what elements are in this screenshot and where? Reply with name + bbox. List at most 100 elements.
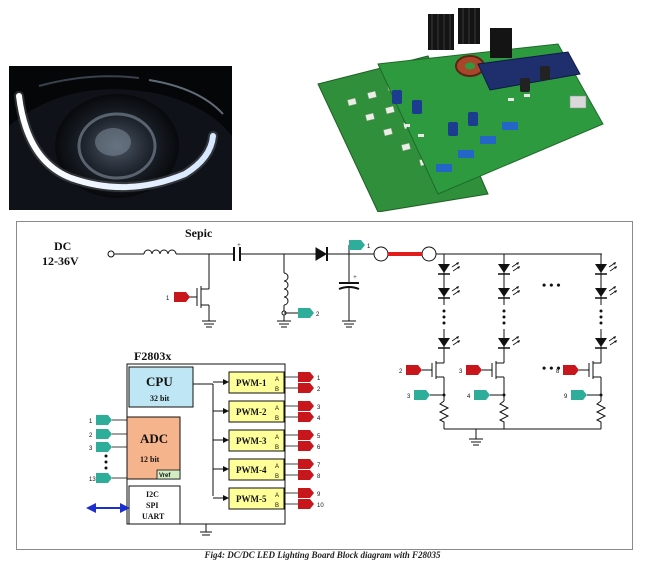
pwm-out-flag-b: 2 xyxy=(298,383,321,393)
pwm-block xyxy=(228,371,285,394)
pwm-arrow-head xyxy=(223,408,229,414)
adc-input-3: 3 xyxy=(89,442,127,452)
svg-text:8: 8 xyxy=(556,369,560,375)
pwm-out-flag-a: 7 xyxy=(298,459,321,469)
svg-text:9: 9 xyxy=(564,394,568,400)
adc-input-2: 2 xyxy=(89,429,127,439)
led xyxy=(498,336,520,349)
string-sense-flag: 4 xyxy=(467,390,490,400)
svg-text:9: 9 xyxy=(317,492,321,498)
pwm-block xyxy=(228,429,285,452)
pwm-pin-a: A xyxy=(275,406,279,412)
figure-caption: Fig4: DC/DC LED Lighting Board Block dia… xyxy=(204,550,441,560)
led-string-3: 89 xyxy=(556,254,617,429)
vout-sense-flag: 1 xyxy=(349,240,371,250)
led-dots xyxy=(502,309,506,313)
pwm-pin-b: B xyxy=(275,387,279,393)
svg-text:1: 1 xyxy=(317,376,321,382)
led-dots xyxy=(502,321,506,325)
sepic-gate-flag: 1 xyxy=(166,292,190,302)
voltage-label: 12-36V xyxy=(42,254,79,268)
pwm-arrow-head xyxy=(223,379,229,385)
svg-text:1: 1 xyxy=(166,296,170,302)
vref-label: Vref xyxy=(159,473,171,479)
pwm-out-flag-a: 9 xyxy=(298,488,321,498)
pwm-arrows xyxy=(213,379,229,501)
headlight-photo xyxy=(9,66,232,210)
sense-resistor xyxy=(498,400,510,429)
led-dots xyxy=(599,321,603,325)
led xyxy=(595,286,617,299)
comm-spi: SPI xyxy=(146,501,158,510)
pwm-pin-b: B xyxy=(275,474,279,480)
pwm-out-flag-b: 8 xyxy=(298,470,321,480)
svg-text:2: 2 xyxy=(316,312,320,318)
pwm-label: PWM-5 xyxy=(236,494,267,504)
svg-text:3: 3 xyxy=(317,405,321,411)
chip-label: F2803x xyxy=(134,349,171,363)
cpu-bits: 32 bit xyxy=(150,394,170,403)
pwm-out-flag-b: 4 xyxy=(298,412,321,422)
led-dots xyxy=(502,315,506,319)
sense-resistor xyxy=(438,400,450,429)
pwm-label: PWM-1 xyxy=(236,378,267,388)
pwm-label: PWM-4 xyxy=(236,465,267,475)
svg-text:3: 3 xyxy=(459,369,463,375)
led-dots xyxy=(442,315,446,319)
comm-arrow xyxy=(86,503,130,513)
led xyxy=(595,336,617,349)
adc-label: ADC xyxy=(140,431,168,446)
pwm-out-flag-b: 6 xyxy=(298,441,321,451)
svg-text:7: 7 xyxy=(317,463,321,469)
cpu-label: CPU xyxy=(146,374,173,389)
adc-input-flag: 13 xyxy=(89,473,112,483)
sepic-sense-flag: 2 xyxy=(298,308,320,318)
led-dots xyxy=(442,321,446,325)
pwm-label: PWM-2 xyxy=(236,407,267,417)
string-gate-flag: 2 xyxy=(399,365,422,375)
sepic-label: Sepic xyxy=(185,226,213,240)
pwm-block xyxy=(228,400,285,423)
pwm-block xyxy=(228,487,285,510)
pwm-pin-b: B xyxy=(275,503,279,509)
svg-text:4: 4 xyxy=(317,416,321,422)
svg-text:3: 3 xyxy=(89,446,93,452)
pwm-pin-a: A xyxy=(275,493,279,499)
led xyxy=(498,262,520,275)
led-string-2: 34 xyxy=(459,254,520,429)
string-gate-flag: 8 xyxy=(556,365,579,375)
svg-text:3: 3 xyxy=(407,394,411,400)
comm-i2c: I2C xyxy=(146,490,159,499)
svg-text:4: 4 xyxy=(467,394,471,400)
pwm-out-flag-a: 1 xyxy=(298,372,321,382)
svg-text:8: 8 xyxy=(317,474,321,480)
strings-ellipsis-top: • • • xyxy=(542,278,561,292)
svg-text:1: 1 xyxy=(367,244,371,250)
pwm-arrow-head xyxy=(223,437,229,443)
led xyxy=(595,262,617,275)
led xyxy=(438,286,460,299)
led-dots xyxy=(599,309,603,313)
comm-block xyxy=(128,485,181,525)
adc-input-flag: 2 xyxy=(89,429,112,439)
pwm-arrow-head xyxy=(223,495,229,501)
svg-text:5: 5 xyxy=(317,434,321,440)
adc-block xyxy=(126,416,181,480)
adc-input-13: 13 xyxy=(89,473,127,483)
pwm-pin-a: A xyxy=(275,464,279,470)
pwm-arrow-head xyxy=(223,466,229,472)
comm-uart: UART xyxy=(142,512,165,521)
pwm-out-flag-a: 5 xyxy=(298,430,321,440)
led xyxy=(438,262,460,275)
svg-text:2: 2 xyxy=(89,433,93,439)
led-dots xyxy=(442,309,446,313)
led-dots xyxy=(599,315,603,319)
adc-input-flag: 3 xyxy=(89,442,112,452)
outcap-plus: + xyxy=(353,273,357,281)
cpu-block xyxy=(128,366,194,408)
